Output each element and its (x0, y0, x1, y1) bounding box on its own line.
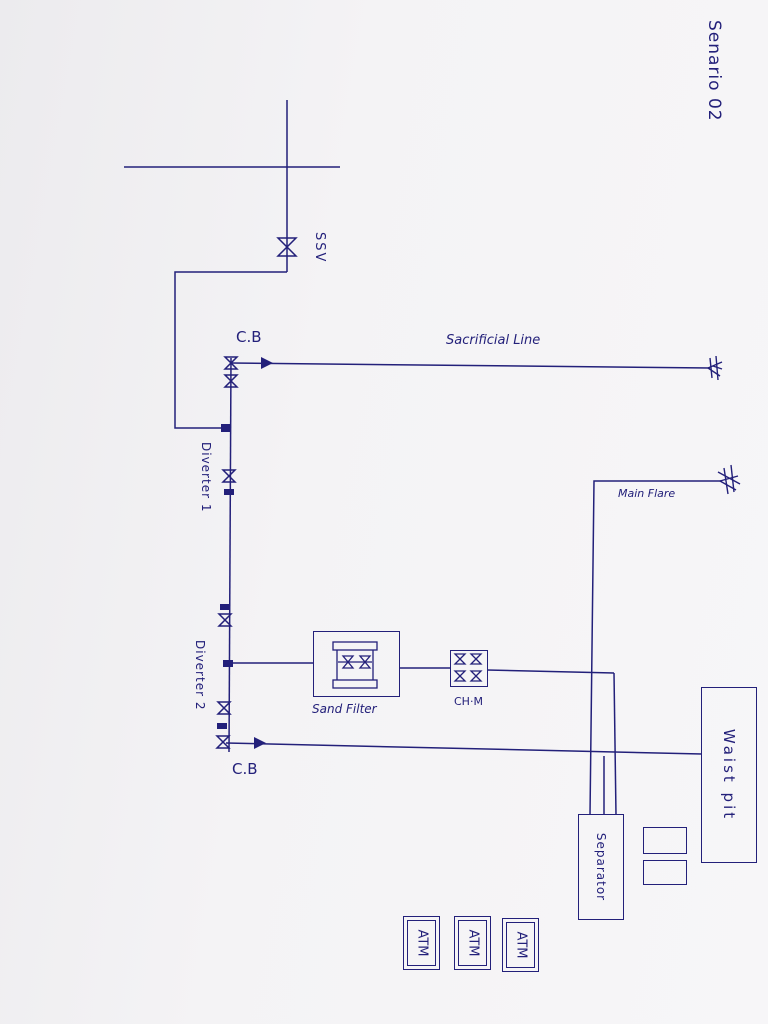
separator-vessel: Separator (578, 814, 624, 920)
small-tank (643, 827, 687, 854)
chm-outlet-pipe (486, 669, 615, 674)
chm-label: CH·M (454, 695, 483, 708)
sacrificial-pipe (230, 362, 711, 369)
bottom-cb-pipe (225, 742, 703, 755)
sand-filter-valve-icon (358, 655, 372, 669)
flange-mark (221, 424, 231, 432)
atm-tank-label: ATM (513, 931, 528, 959)
diverter-2-valve-icon (216, 701, 232, 715)
chm-valve-icon (453, 653, 467, 665)
sacrificial-line-label: Sacrificial Line (446, 333, 541, 348)
ssv-label: SSV (312, 232, 327, 264)
waist-pit: Waist pit (701, 687, 757, 863)
flow-arrow-icon (254, 737, 266, 749)
atm-tank: ATM (502, 918, 539, 972)
sand-filter-unit (313, 631, 400, 697)
valve-icon (217, 613, 233, 627)
sand-filter-label: Sand Filter (312, 702, 377, 716)
sand-filter-top-plate (332, 641, 378, 651)
main-flare-pipe (589, 480, 722, 816)
chm-unit (450, 650, 488, 687)
diverter-2-label: Diverter 2 (193, 640, 207, 711)
sacrificial-flare-tip-icon (707, 355, 723, 381)
flange-mark (223, 660, 233, 667)
main-flare-tip-icon (717, 464, 741, 495)
chm-valve-icon (453, 670, 467, 682)
cb-top-valve-icon (223, 356, 239, 370)
sand-filter-valve-icon (341, 655, 355, 669)
ssv-valve-icon (276, 237, 298, 257)
bypass-pipe (174, 271, 287, 429)
flow-arrow-icon (261, 357, 273, 369)
chm-valve-icon (469, 653, 483, 665)
atm-tank-label: ATM (414, 929, 429, 957)
separator-label: Separator (594, 832, 608, 902)
small-tank (643, 860, 687, 885)
atm-tank-label: ATM (465, 929, 480, 957)
valve-icon (223, 374, 239, 388)
atm-tank: ATM (403, 916, 440, 970)
atm-tank: ATM (454, 916, 491, 970)
chm-to-separator-pipe (613, 672, 617, 816)
chm-valve-icon (469, 670, 483, 682)
cb-top-label: C.B (236, 328, 262, 346)
sand-filter-bottom-plate (332, 679, 378, 689)
page-title: Senario 02 (704, 20, 724, 122)
flange-mark (217, 723, 227, 729)
flange-mark (224, 489, 234, 495)
waist-pit-label: Waist pit (720, 728, 738, 822)
diverter-1-label: Diverter 1 (199, 442, 213, 513)
manifold-pipe (228, 357, 232, 753)
flange-mark (220, 604, 230, 610)
cb-bottom-label: C.B (232, 760, 258, 778)
cb-bottom-valve-icon (215, 735, 231, 749)
main-flare-label: Main Flare (618, 487, 676, 500)
diverter-1-valve-icon (221, 469, 237, 483)
